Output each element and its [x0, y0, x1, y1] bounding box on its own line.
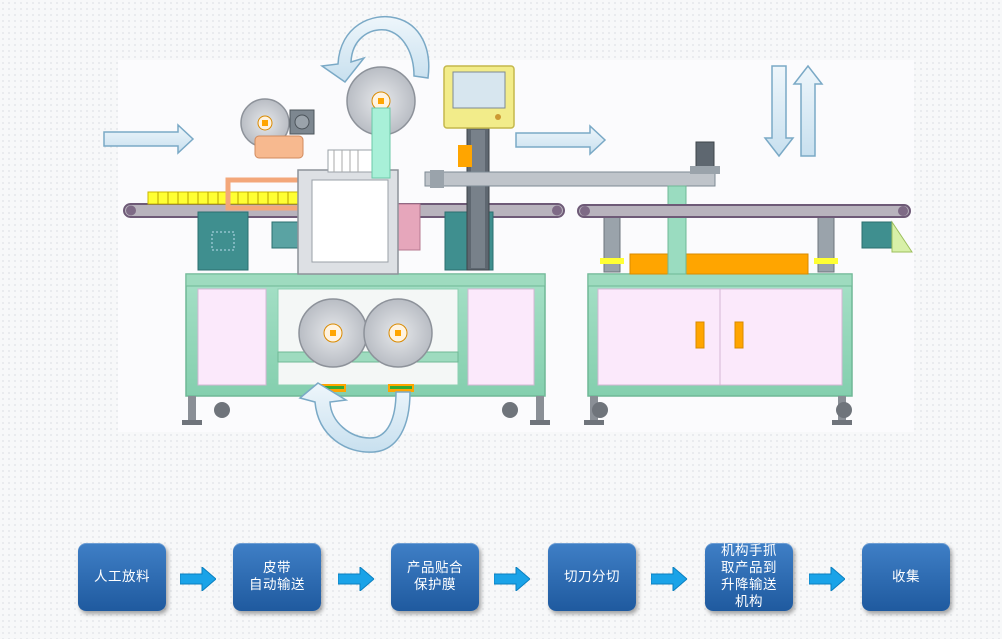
step-manual-loading: 人工放料 — [78, 543, 166, 611]
door-handle-left — [695, 321, 705, 349]
right-conveyor-belt — [577, 204, 911, 218]
foot — [182, 420, 202, 425]
protective-film-strip — [371, 107, 391, 179]
pink-block — [397, 203, 421, 251]
flow-right-arrow — [651, 567, 687, 591]
left-cabinet-panel-left — [197, 288, 267, 386]
foot — [530, 420, 550, 425]
laminating-window — [311, 179, 389, 263]
left-machine — [123, 65, 716, 425]
center-support — [667, 185, 687, 275]
teal-small-box — [271, 221, 301, 249]
flow-right-arrow — [180, 567, 216, 591]
step-cutter-slitting: 切刀分切 — [548, 543, 636, 611]
upper-roller-bracket — [254, 135, 304, 159]
feed-direction-arrow-left — [103, 123, 195, 155]
step-belt-conveying: 皮带 自动输送 — [233, 543, 321, 611]
left-cabinet-top-rail — [185, 273, 546, 287]
right-guide — [891, 220, 913, 253]
right-machine — [577, 141, 913, 425]
lift-up-arrow — [792, 64, 824, 157]
feed-direction-arrow-middle — [515, 124, 607, 156]
rotation-arrow-lower — [298, 382, 411, 453]
flow-right-arrow — [494, 567, 530, 591]
gripper-motor — [695, 141, 715, 171]
step-film-lamination: 产品贴合 保护膜 — [391, 543, 479, 611]
teal-drive-box-left — [197, 211, 249, 271]
machine-illustration — [103, 16, 914, 453]
products-on-belt — [147, 191, 299, 205]
flow-right-arrow — [338, 567, 374, 591]
right-teal-box — [861, 221, 893, 249]
cutter-arm — [424, 171, 716, 187]
rotation-arrow-upper — [319, 16, 430, 84]
step-gripper-transfer: 机构手抓 取产品到 升降输送 机构 — [705, 543, 793, 611]
left-cabinet-panel-right — [467, 288, 535, 386]
process-flow: 人工放料 皮带 自动输送 产品贴合 保护膜 切刀分切 机构手抓 取产品到 升降输… — [0, 530, 1002, 630]
leg — [536, 396, 544, 420]
left-cabinet-mid-bar — [277, 351, 459, 363]
flow-right-arrow — [809, 567, 845, 591]
lift-down-arrow — [763, 65, 795, 158]
leg — [188, 396, 196, 420]
caster — [502, 402, 518, 418]
door-handle-right — [734, 321, 744, 349]
touch-screen — [452, 71, 506, 109]
step-collection: 收集 — [862, 543, 950, 611]
caster — [214, 402, 230, 418]
orange-mount — [458, 145, 472, 167]
collection-plate — [629, 253, 809, 275]
